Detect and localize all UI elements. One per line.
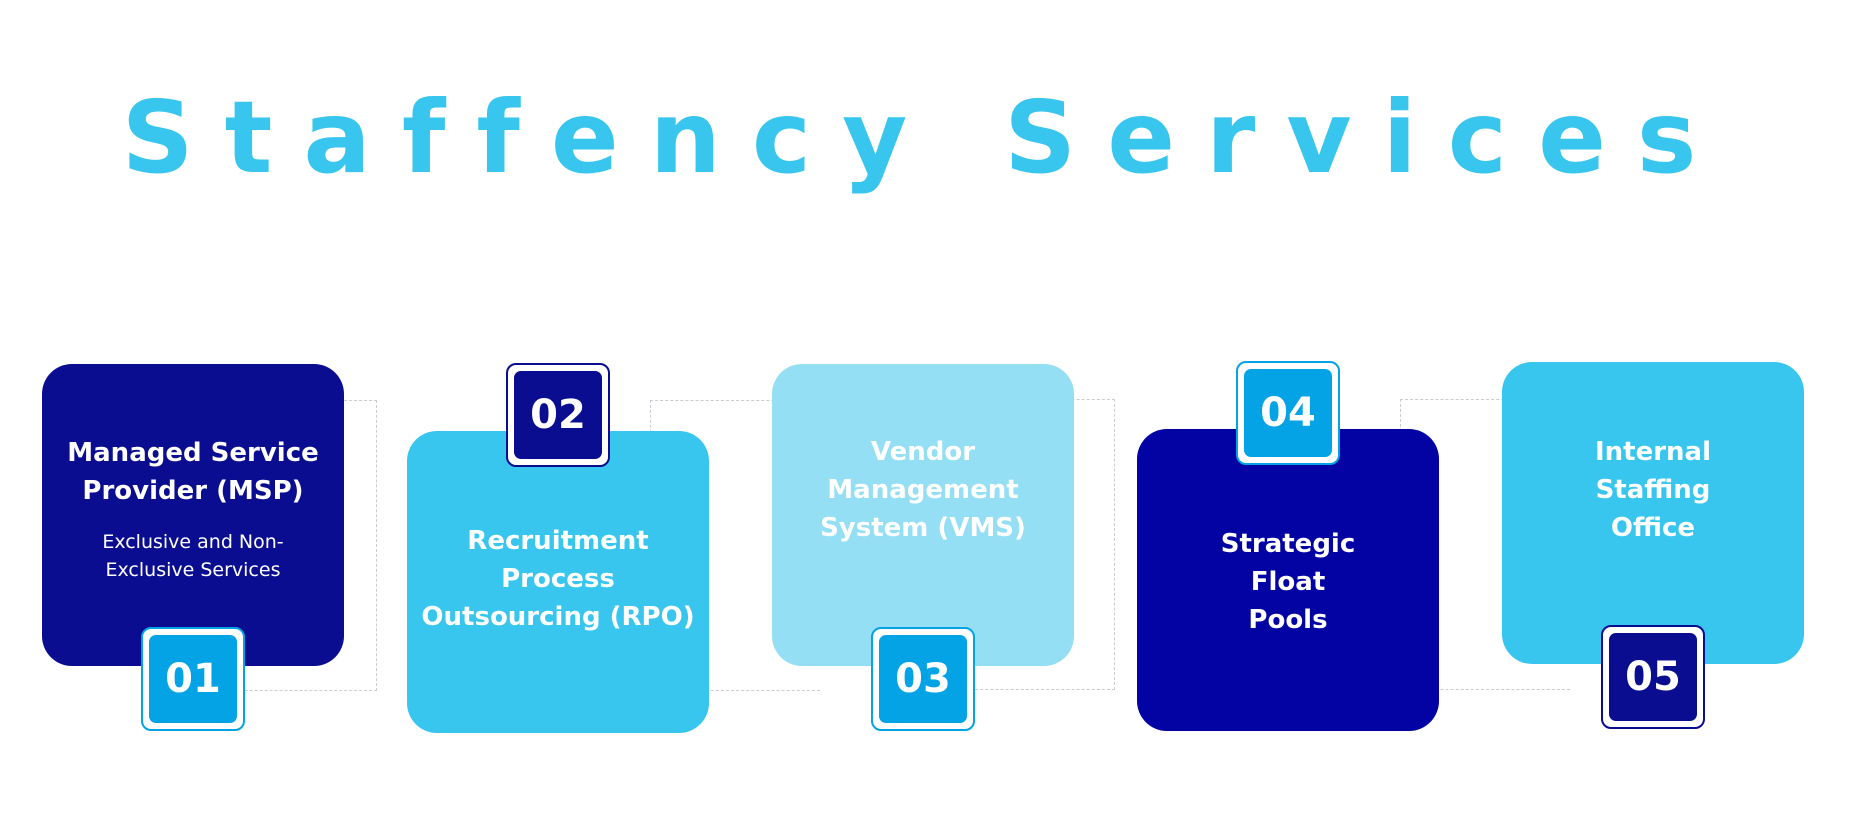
service-card-msp: Managed Service Provider (MSP) Exclusive… bbox=[42, 364, 344, 666]
service-card-staffing-office: Internal Staffing Office bbox=[1502, 362, 1804, 664]
number-badge-03: 03 bbox=[871, 627, 975, 731]
service-card-vms: Vendor Management System (VMS) bbox=[772, 364, 1074, 666]
service-title: Strategic Float Pools bbox=[1220, 529, 1356, 635]
badge-number: 05 bbox=[1609, 633, 1697, 721]
service-title: Vendor Management System (VMS) bbox=[820, 437, 1026, 543]
badge-number: 02 bbox=[514, 371, 602, 459]
service-title: Internal Staffing Office bbox=[1594, 437, 1712, 543]
number-badge-01: 01 bbox=[141, 627, 245, 731]
number-badge-02: 02 bbox=[506, 363, 610, 467]
service-card-float-pools: Strategic Float Pools bbox=[1137, 429, 1439, 731]
number-badge-05: 05 bbox=[1601, 625, 1705, 729]
badge-number: 03 bbox=[879, 635, 967, 723]
badge-number: 01 bbox=[149, 635, 237, 723]
page-title: Staffency Services bbox=[121, 79, 1728, 196]
service-card-rpo: Recruitment Process Outsourcing (RPO) bbox=[407, 431, 709, 733]
service-title: Recruitment Process Outsourcing (RPO) bbox=[421, 526, 695, 632]
service-subtitle: Exclusive and Non- Exclusive Services bbox=[102, 531, 284, 581]
service-title: Managed Service Provider (MSP) bbox=[67, 438, 319, 506]
badge-number: 04 bbox=[1244, 369, 1332, 457]
number-badge-04: 04 bbox=[1236, 361, 1340, 465]
